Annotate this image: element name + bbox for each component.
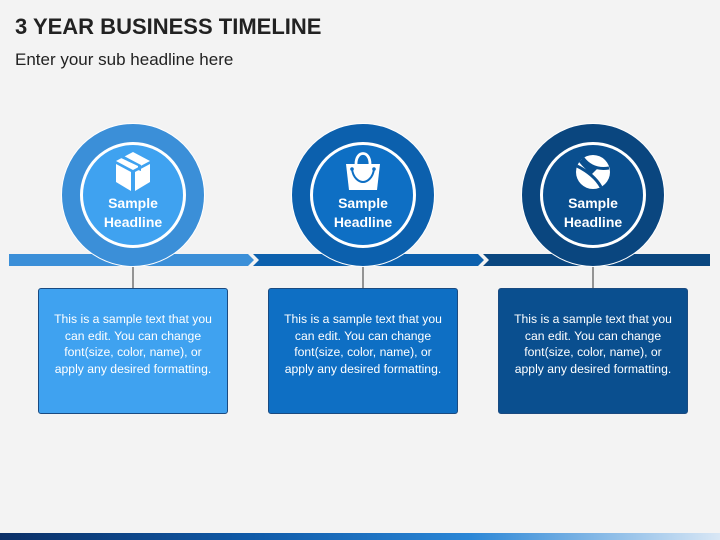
- step-1-headline-line2: Headline: [103, 214, 163, 230]
- step-1-circle: [61, 123, 205, 267]
- shopping-bag-icon: [346, 152, 380, 190]
- step-2-headline: Sample Headline: [308, 194, 418, 232]
- page-title: 3 YEAR BUSINESS TIMELINE: [15, 14, 322, 39]
- step-3-circle: [521, 123, 665, 267]
- footer-gradient-bar: [0, 533, 720, 540]
- step-2-headline-line1: Sample: [338, 195, 388, 211]
- step-2-headline-line2: Headline: [333, 214, 393, 230]
- step-1-headline-line1: Sample: [108, 195, 158, 211]
- beach-ball-icon: [576, 155, 610, 189]
- step-2-circle: [291, 123, 435, 267]
- step-1-headline: Sample Headline: [78, 194, 188, 232]
- step-3-card: This is a sample text that you can edit.…: [498, 288, 688, 414]
- step-3-headline: Sample Headline: [538, 194, 648, 232]
- step-3-headline-line1: Sample: [568, 195, 618, 211]
- step-2-card: This is a sample text that you can edit.…: [268, 288, 458, 414]
- step-1-card: This is a sample text that you can edit.…: [38, 288, 228, 414]
- step-3-headline-line2: Headline: [563, 214, 623, 230]
- page-subtitle: Enter your sub headline here: [15, 50, 234, 69]
- box-icon: [116, 152, 150, 191]
